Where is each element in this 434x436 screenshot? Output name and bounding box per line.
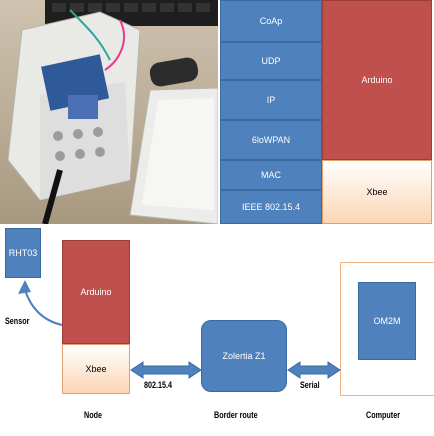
sensor-link-arrow (24, 289, 63, 326)
stack-layer-coap: CoAp (220, 0, 322, 42)
link1-label: 802.15.4 (144, 380, 173, 390)
stack-layer-mac: MAC (220, 160, 322, 190)
border-router-label-inner: Zolertia Z1 (222, 351, 266, 361)
stack-layer-ieee: IEEE 802.15.4 (220, 190, 322, 224)
stack-xbee-label: Xbee (366, 187, 388, 197)
link2-label: Serial (300, 380, 320, 390)
sensor-box: RHT03 (5, 228, 41, 278)
node-arduino: Arduino (62, 240, 130, 344)
stack-layer-label: IEEE 802.15.4 (241, 202, 301, 212)
om2m-label: OM2M (373, 316, 401, 326)
node-label: Node (84, 410, 102, 420)
stack-layer-6lowpan: 6loWPAN (220, 120, 322, 160)
stack-layer-label: CoAp (259, 16, 283, 26)
border-router-label: Border route (214, 410, 258, 420)
stack-layer-udp: UDP (220, 42, 322, 80)
link1-arrow (130, 361, 202, 379)
stack-layer-label: 6loWPAN (251, 135, 291, 145)
om2m-box: OM2M (358, 282, 416, 360)
node-arduino-label: Arduino (80, 287, 112, 297)
stack-layer-ip: IP (220, 80, 322, 120)
node-xbee: Xbee (62, 344, 130, 394)
node-xbee-label: Xbee (85, 364, 107, 374)
border-router-box: Zolertia Z1 (201, 320, 287, 392)
link2-arrow (287, 361, 341, 379)
stack-layer-label: IP (266, 95, 276, 105)
stack-layer-label: MAC (261, 170, 281, 180)
stack-xbee: Xbee (322, 160, 432, 224)
sensor-label: Sensor (5, 316, 30, 326)
stack-arduino: Arduino (322, 0, 432, 160)
stack-arduino-label: Arduino (361, 75, 393, 85)
sensor-box-label: RHT03 (8, 248, 38, 258)
stack-layer-label: UDP (261, 56, 281, 66)
computer-label: Computer (366, 410, 400, 420)
sensor-link-arrowhead (18, 280, 31, 294)
hardware-photo (0, 0, 218, 224)
